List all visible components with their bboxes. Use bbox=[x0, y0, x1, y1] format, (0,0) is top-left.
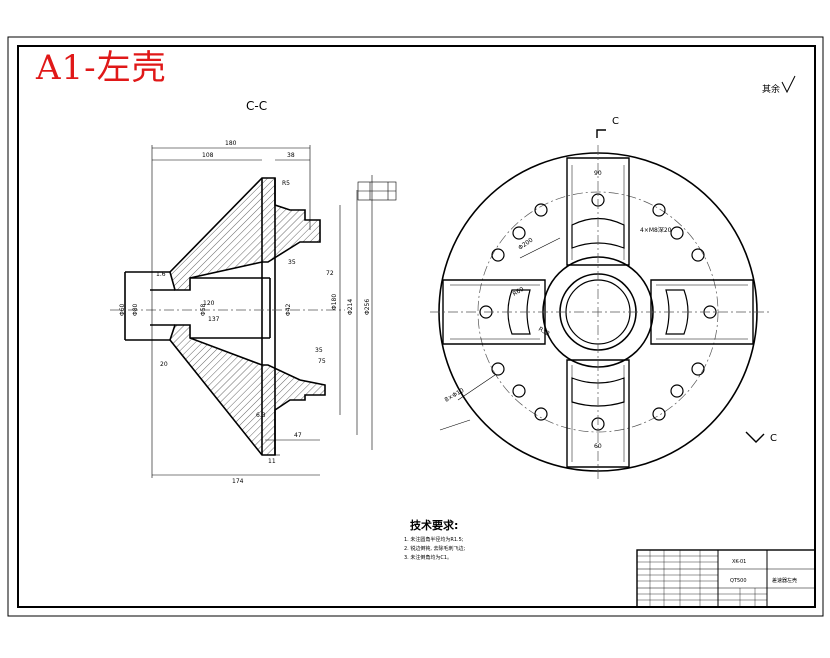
svg-text:35: 35 bbox=[288, 259, 296, 266]
svg-text:20: 20 bbox=[160, 361, 168, 368]
dimension-text-left: 180 108 38 R5 35 72 Φ180 Φ214 Φ256 Φ60 Φ… bbox=[119, 140, 371, 485]
svg-text:174: 174 bbox=[232, 478, 244, 485]
svg-text:137: 137 bbox=[208, 316, 220, 323]
svg-text:4×M8深20: 4×M8深20 bbox=[640, 226, 672, 234]
svg-text:180: 180 bbox=[225, 140, 237, 147]
svg-text:11: 11 bbox=[268, 458, 276, 465]
svg-text:Φ180: Φ180 bbox=[331, 294, 338, 310]
roughness-note: 其余 bbox=[762, 83, 780, 95]
svg-text:6.3: 6.3 bbox=[256, 412, 266, 419]
title-block-part-code: XK-01 bbox=[732, 559, 746, 565]
inner-border bbox=[17, 45, 816, 608]
svg-text:Φ42: Φ42 bbox=[285, 303, 292, 316]
svg-text:Φ60: Φ60 bbox=[119, 303, 126, 316]
title-block-material: QT500 bbox=[730, 578, 747, 584]
svg-text:R5: R5 bbox=[282, 180, 290, 187]
drawing-label-stamp: A1-左壳 bbox=[36, 48, 167, 88]
section-marker-top-label: C bbox=[612, 116, 619, 127]
section-title: C-C bbox=[246, 99, 267, 113]
tech-note-2: 2. 锐边倒钝, 去除毛刺飞边; bbox=[404, 545, 466, 552]
section-marker-bottom bbox=[745, 431, 765, 443]
roughness-symbol bbox=[781, 75, 796, 94]
title-block bbox=[636, 549, 816, 608]
tech-requirements-title: 技术要求: bbox=[410, 518, 458, 532]
svg-text:38: 38 bbox=[287, 152, 295, 159]
svg-text:47: 47 bbox=[294, 432, 302, 439]
svg-text:Φ58: Φ58 bbox=[200, 303, 207, 316]
svg-text:35: 35 bbox=[315, 347, 323, 354]
svg-text:90: 90 bbox=[594, 170, 602, 177]
svg-text:Φ256: Φ256 bbox=[364, 299, 371, 315]
svg-text:Φ214: Φ214 bbox=[347, 299, 354, 315]
svg-text:1.6: 1.6 bbox=[156, 271, 166, 278]
svg-text:R60: R60 bbox=[512, 286, 526, 298]
svg-text:75: 75 bbox=[318, 358, 326, 365]
leader-lines bbox=[439, 237, 561, 431]
svg-text:108: 108 bbox=[202, 152, 214, 159]
outer-border bbox=[7, 36, 824, 617]
title-block-part-name: 差速器左壳 bbox=[772, 577, 797, 584]
section-marker-bottom-label: C bbox=[770, 433, 777, 444]
svg-text:Φ80: Φ80 bbox=[132, 303, 139, 316]
tech-note-3: 3. 未注倒角均为C1。 bbox=[404, 554, 452, 561]
dimension-lines bbox=[151, 145, 397, 478]
svg-text:72: 72 bbox=[326, 270, 334, 277]
svg-text:120: 120 bbox=[203, 300, 215, 307]
tech-note-1: 1. 未注圆角半径均为R1.5; bbox=[404, 536, 464, 543]
section-view bbox=[124, 177, 326, 456]
svg-text:60: 60 bbox=[594, 443, 602, 450]
section-marker-top bbox=[596, 129, 606, 138]
